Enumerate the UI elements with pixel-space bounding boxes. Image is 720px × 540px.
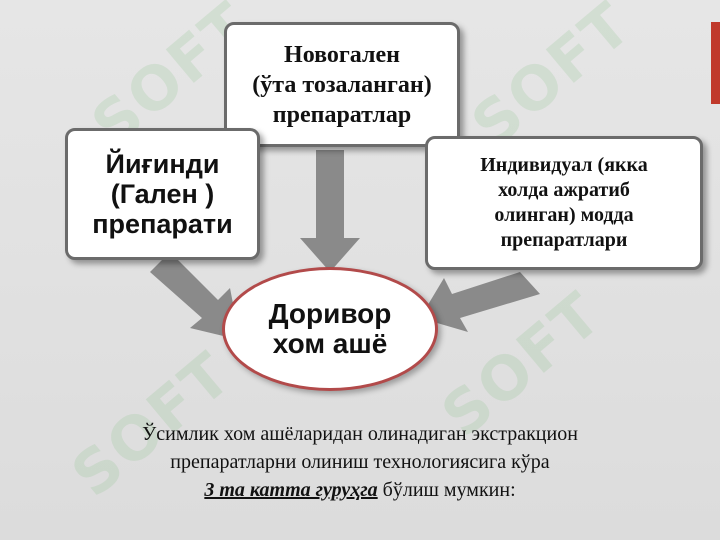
caption-line1: Ўсимлик хом ашёларидан олинадиган экстра… (142, 423, 578, 445)
novogalen-box: Новогален (ўта тозаланган) препаратлар (224, 22, 460, 147)
center-line2: хом ашё (272, 328, 388, 359)
top-box-line2: (ўта тозаланган) (252, 71, 432, 98)
left-box-line2: (Гален ) (110, 179, 215, 209)
top-box-line3: препаратлар (272, 101, 412, 128)
center-line1: Доривор (268, 298, 392, 329)
right-box-line2: холда ажратиб (498, 179, 630, 201)
arrow-top-to-center (300, 150, 360, 272)
left-box-line3: препарати (92, 209, 233, 239)
right-box-line4: препаратлари (500, 229, 628, 251)
caption-emphasis: 3 та катта гуруҳга (204, 479, 378, 501)
right-box-line3: олинган) модда (494, 204, 634, 226)
left-box-line1: Йиғинди (105, 149, 220, 179)
galen-box: Йиғинди (Гален ) препарати (65, 128, 260, 260)
caption-line3-rest: бўлиш мумкин: (377, 479, 516, 501)
caption-line3: 3 та катта гуруҳга бўлиш мумкин: (40, 476, 680, 504)
individual-box: Индивидуал (якка холда ажратиб олинган) … (425, 136, 703, 270)
caption-line2: препаратларни олиниш технологиясига кўра (170, 451, 550, 473)
right-box-line1: Индивидуал (якка (480, 154, 648, 176)
top-box-line1: Новогален (284, 41, 400, 68)
arrow-right-to-center (420, 272, 540, 332)
caption: Ўсимлик хом ашёларидан олинадиган экстра… (40, 420, 680, 504)
arrow-left-to-center (150, 252, 240, 340)
raw-material-ellipse: Доривор хом ашё (222, 267, 438, 391)
accent-bar (711, 22, 720, 104)
